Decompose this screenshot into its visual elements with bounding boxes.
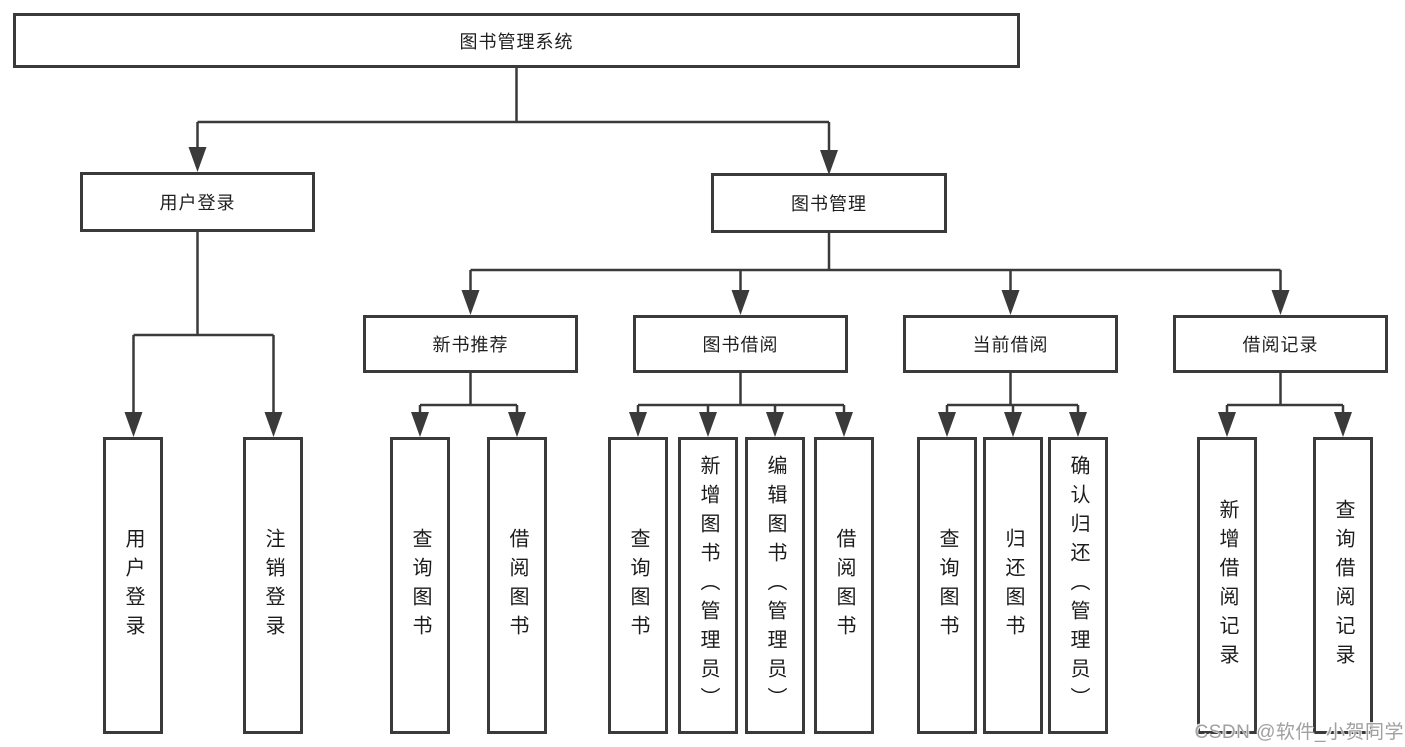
leaf-query-books: 查询图书 [390, 437, 450, 734]
node-new-book-recommend: 新书推荐 [363, 315, 578, 373]
leaf-label: 借阅图书 [833, 527, 855, 644]
leaf-label: 新增借阅记录 [1216, 498, 1238, 673]
node-book-management: 图书管理 [711, 173, 947, 233]
node-user-login: 用户登录 [80, 172, 315, 232]
node-book-borrowing: 图书借阅 [633, 315, 848, 373]
leaf-borrow-books: 借阅图书 [487, 437, 547, 734]
leaf-add-books-admin: 新增图书（管理员） [678, 437, 738, 734]
leaf-label: 借阅图书 [506, 527, 528, 644]
arrowheads [124, 147, 1352, 437]
node-library-management-system: 图书管理系统 [13, 13, 1020, 68]
leaf-add-borrow-record: 新增借阅记录 [1197, 437, 1257, 734]
leaf-logout: 注销登录 [243, 437, 303, 734]
leaf-label: 查询图书 [409, 527, 431, 644]
leaf-label: 归还图书 [1002, 527, 1024, 644]
leaf-query-borrow-record: 查询借阅记录 [1313, 437, 1373, 734]
leaf-edit-books-admin: 编辑图书（管理员） [745, 437, 805, 734]
node-borrowing-records: 借阅记录 [1173, 315, 1388, 373]
leaf-label: 查询图书 [936, 527, 958, 644]
node-current-borrowing: 当前借阅 [903, 315, 1118, 373]
leaf-query-books: 查询图书 [608, 437, 668, 734]
leaf-return-books: 归还图书 [983, 437, 1043, 734]
leaf-confirm-return-admin: 确认归还（管理员） [1048, 437, 1108, 734]
leaf-label: 注销登录 [262, 527, 284, 644]
leaf-label: 查询图书 [627, 527, 649, 644]
leaf-label: 用户登录 [122, 527, 144, 644]
leaf-label: 查询借阅记录 [1332, 498, 1354, 673]
leaf-borrow-books: 借阅图书 [814, 437, 874, 734]
leaf-user-login: 用户登录 [103, 437, 163, 734]
leaf-label: 编辑图书（管理员） [764, 455, 786, 716]
csdn-watermark: CSDN @软件_小贺同学 [1194, 722, 1404, 743]
leaf-label: 新增图书（管理员） [697, 455, 719, 716]
leaf-label: 确认归还（管理员） [1067, 455, 1089, 716]
leaf-query-books: 查询图书 [917, 437, 977, 734]
